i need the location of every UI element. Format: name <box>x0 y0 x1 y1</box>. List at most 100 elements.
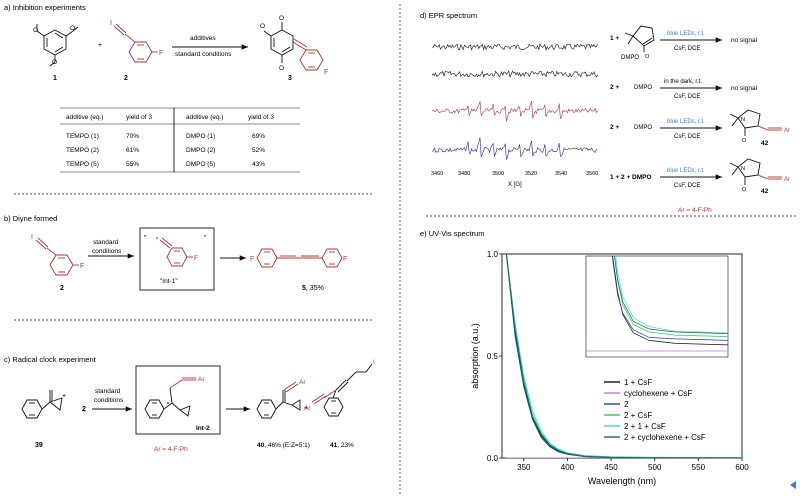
ar-label: Ar <box>784 177 790 183</box>
table-header: yield of 3 <box>248 114 274 121</box>
legend-label: 2 + 1 + CsF <box>624 422 666 431</box>
oxygen-label: O <box>260 23 265 30</box>
fluorine-label: F <box>250 256 254 263</box>
reagent-1-structure <box>36 24 79 67</box>
reactants-label: 2 + <box>610 84 619 91</box>
epr-trace <box>432 100 598 122</box>
nitrogen-label: N <box>741 166 745 172</box>
fluorine-label: F <box>159 50 163 57</box>
adduct-42-label: 42 <box>761 188 769 195</box>
arrow-top-label: standard <box>93 239 119 246</box>
product-41-caption: 41, 23% <box>330 442 354 449</box>
x-tick-label: 400 <box>561 463 575 472</box>
panel-b: b) Diyne formed I F 2 standard condition… <box>4 214 347 292</box>
base-solvent-condition: CsF, DCE <box>674 183 700 189</box>
panel-c-title: c) Radical clock experiment <box>4 355 97 364</box>
epr-x-tick: 3560 <box>586 171 598 177</box>
table-cell: DMPO (2) <box>186 147 215 154</box>
epr-condition-row: 1 + O DMPO blue LEDs, r.t. CsF, DCE no s… <box>610 25 758 61</box>
table-cell: DMPO (1) <box>186 133 215 140</box>
base-solvent-condition: CsF, DCE <box>674 94 700 100</box>
legend-label: 2 + cyclohexene + CsF <box>624 433 706 442</box>
ar-definition: Ar = 4-F-Ph <box>154 446 188 453</box>
oxide-label: O <box>742 187 747 193</box>
panel-a-title: a) Inhibition experiments <box>4 3 86 12</box>
series-line <box>505 254 742 458</box>
ar-label: Ar <box>198 376 205 383</box>
adduct-42-label: 42 <box>761 140 769 147</box>
light-condition: blue LEDs, r.t. <box>667 119 705 125</box>
oxygen-label: O <box>70 25 75 32</box>
inset-series-line <box>615 256 728 334</box>
legend-label: 2 <box>624 400 629 409</box>
epr-trace <box>431 70 598 78</box>
panel-b-title: b) Diyne formed <box>4 214 57 223</box>
iodine-label: I <box>31 234 33 241</box>
radical-dot <box>156 237 158 239</box>
inset-series-line <box>612 256 728 346</box>
ar-label: Ar <box>304 405 311 412</box>
y-tick-label: 0.5 <box>487 352 499 361</box>
product-5-caption: 5, 35% <box>302 285 324 292</box>
fluorine-label: F <box>80 263 84 270</box>
table-cell: TEMPO (5) <box>66 161 99 168</box>
adduct-42-structure <box>729 158 782 185</box>
product-40-caption: 40, 46% (E:Z=5:1) <box>257 442 310 449</box>
table-header: yield of 3 <box>126 114 152 121</box>
table-cell: DMPO (5) <box>186 161 215 168</box>
panel-d-title: d) EPR spectrum <box>420 11 477 20</box>
epr-x-axis: 3460 3480 3500 3520 3540 3560 X [G] <box>431 171 598 188</box>
fluorine-label: F <box>343 256 347 263</box>
panel-c: c) Radical clock experiment + 39 2 stand… <box>4 355 375 453</box>
compound-1-label: 1 <box>53 75 57 82</box>
nitrogen-label: N <box>741 117 745 123</box>
compound-39-label: 39 <box>35 442 43 449</box>
table-header: additive (eq.) <box>66 114 104 121</box>
inset-frame <box>585 255 729 358</box>
epr-x-tick: 3460 <box>431 171 443 177</box>
plus-sign: + <box>304 405 308 412</box>
series-line <box>505 254 742 458</box>
reagent-2-structure <box>113 23 158 63</box>
table-header: additive (eq.) <box>186 114 224 121</box>
arrow-bottom-label: conditions <box>92 248 122 255</box>
table-cell: 43% <box>252 161 265 168</box>
reagent-2-structure <box>35 237 79 276</box>
epr-condition-row: 2 + DMPO in the dark, r.t. CsF, DCE no s… <box>610 79 758 100</box>
nav-arrow-icon[interactable] <box>790 481 796 489</box>
x-tick-label: 450 <box>604 463 618 472</box>
base-solvent-condition: CsF, DCE <box>674 46 700 52</box>
epr-trace <box>431 137 598 160</box>
inset-lines <box>586 256 728 352</box>
y-axis-label: absorption (a.u.) <box>470 323 480 389</box>
arrow-top-label: standard <box>95 388 121 395</box>
int-2-label: Int-2 <box>196 425 210 432</box>
radical-plus: + <box>62 393 66 400</box>
fluorine-label: F <box>324 69 328 76</box>
oxide-label: O <box>742 138 747 144</box>
epr-trace <box>431 43 598 51</box>
arrow-bottom-label: conditions <box>94 397 124 404</box>
y-tick-label: 0.0 <box>487 454 499 463</box>
compound-2-label: 2 <box>60 285 64 292</box>
table-cell: 61% <box>126 147 139 154</box>
light-condition: in the dark, r.t. <box>664 79 702 85</box>
inset-series-line <box>611 256 728 341</box>
adduct-42-structure <box>729 109 782 136</box>
epr-condition-row: 2 + DMPO blue LEDs, r.t. CsF, DCE N O Ar… <box>610 109 790 147</box>
int-1-structure <box>159 237 193 267</box>
compound-39-structure <box>21 390 63 419</box>
epr-traces <box>431 43 598 160</box>
ar-definition: Ar = 4-F-Ph <box>678 207 712 214</box>
table-cell: 55% <box>126 161 139 168</box>
dmpo-label: DMPO <box>621 55 639 61</box>
legend-label: cyclohexene + CsF <box>624 389 692 398</box>
product-40-structure <box>256 381 301 419</box>
bracket-quote: " <box>144 235 147 242</box>
dmpo-label: DMPO <box>634 85 652 91</box>
table-cell: 52% <box>252 147 265 154</box>
bracket-quote: " <box>204 235 207 242</box>
panel-e-title: e) UV-Vis spectrum <box>420 229 484 238</box>
